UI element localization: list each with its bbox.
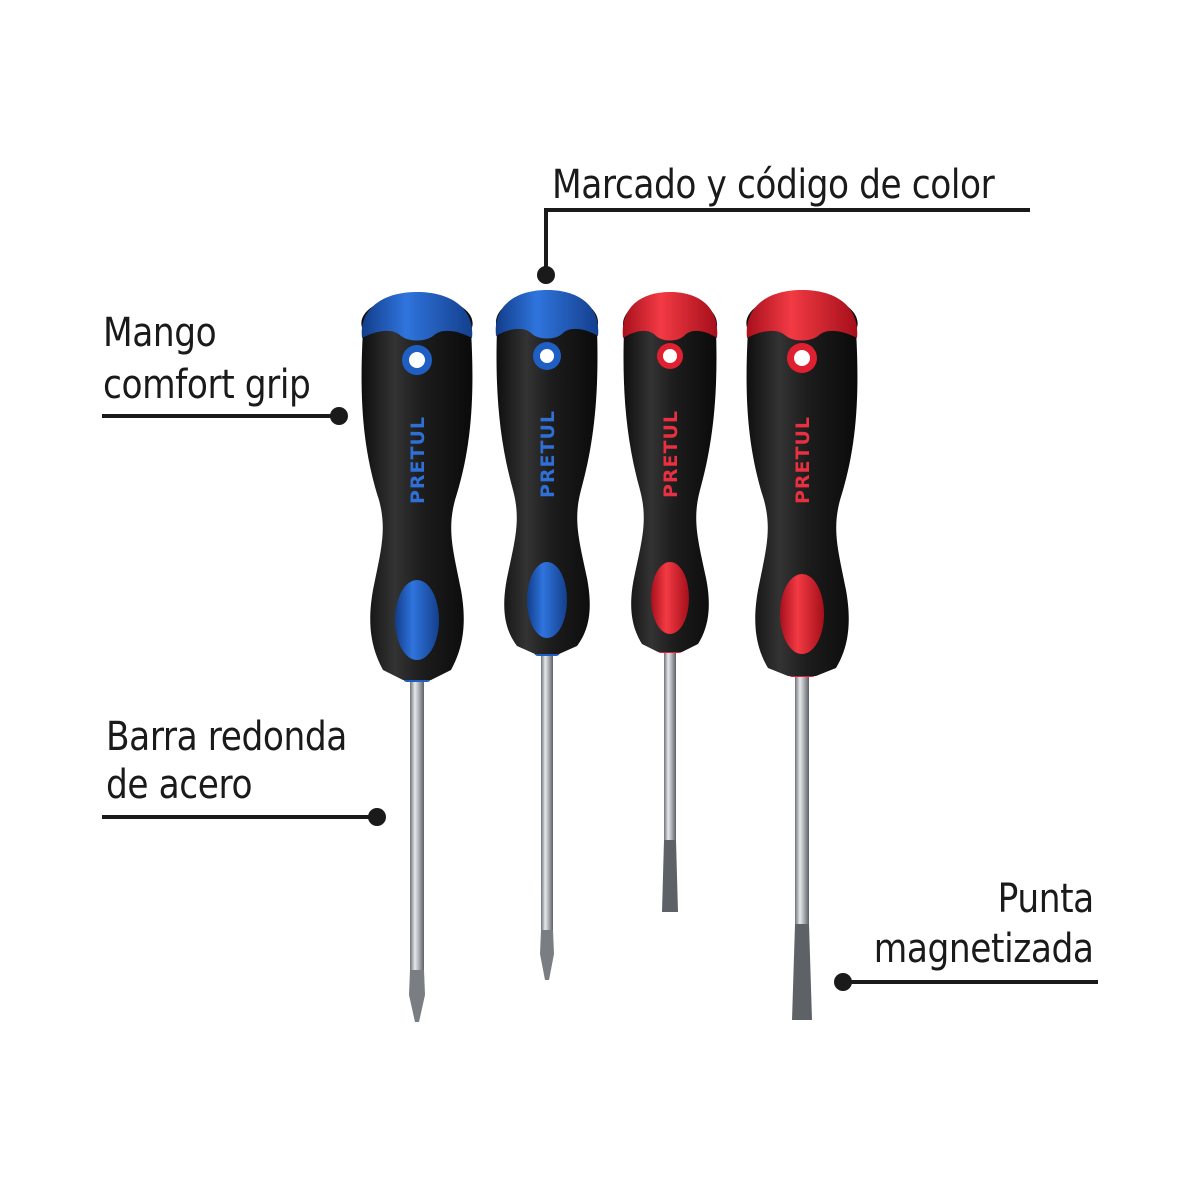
handle-body bbox=[495, 294, 599, 654]
handle-body bbox=[622, 296, 718, 652]
hanging-hole-inner bbox=[409, 352, 425, 368]
handle-cap bbox=[622, 292, 718, 341]
brand-label: PRETUL bbox=[537, 410, 559, 498]
steel-shaft bbox=[795, 674, 809, 924]
hanging-hole-inner bbox=[794, 350, 810, 366]
steel-shaft bbox=[410, 680, 424, 970]
grip-pad bbox=[651, 562, 689, 634]
brand-label: PRETUL bbox=[792, 416, 814, 504]
phillips-tip bbox=[540, 930, 554, 980]
callout-grip-dot bbox=[330, 407, 348, 425]
phillips-tip bbox=[409, 970, 425, 1022]
callout-color-coding-label: Marcado y código de color bbox=[552, 162, 995, 208]
callout-tip-label-line2: magnetizada bbox=[874, 926, 1094, 972]
grip-pad bbox=[395, 580, 439, 660]
grip-pad bbox=[780, 574, 824, 654]
callout-color-coding-line bbox=[544, 208, 1030, 212]
steel-shaft bbox=[664, 650, 676, 840]
grip-pad bbox=[527, 562, 567, 638]
callout-bar-dot bbox=[368, 808, 386, 826]
handle-body bbox=[361, 296, 473, 680]
callout-grip-line bbox=[102, 414, 342, 418]
callout-grip-label-line1: Mango bbox=[103, 310, 217, 356]
screwdriver-1: PRETUL bbox=[361, 292, 473, 1022]
handle-cap bbox=[746, 290, 858, 341]
callout-bar-label-line2: de acero bbox=[106, 762, 253, 808]
slotted-tip bbox=[662, 840, 678, 912]
hanging-hole-inner bbox=[540, 349, 554, 363]
callout-tip-line bbox=[846, 980, 1098, 984]
callout-bar-label-line1: Barra redonda bbox=[106, 714, 347, 760]
callout-color-coding-leader bbox=[544, 208, 548, 274]
callout-bar-line bbox=[102, 815, 376, 819]
handle-cap bbox=[361, 292, 473, 341]
steel-shaft bbox=[541, 654, 553, 930]
handle-cap bbox=[495, 290, 599, 339]
screwdriver-2: PRETUL bbox=[495, 290, 599, 980]
brand-label: PRETUL bbox=[407, 416, 429, 504]
screwdriver-4: PRETUL bbox=[746, 290, 858, 1020]
callout-grip-label-line2: comfort grip bbox=[103, 362, 311, 408]
hanging-hole-inner bbox=[663, 349, 677, 363]
brand-label: PRETUL bbox=[660, 410, 682, 498]
callout-color-coding-dot bbox=[537, 266, 555, 284]
callout-tip-dot bbox=[834, 973, 852, 991]
callout-tip-label-line1: Punta bbox=[997, 876, 1095, 922]
slotted-tip bbox=[792, 924, 812, 1020]
handle-body bbox=[746, 294, 858, 676]
screwdriver-3: PRETUL bbox=[622, 292, 718, 912]
